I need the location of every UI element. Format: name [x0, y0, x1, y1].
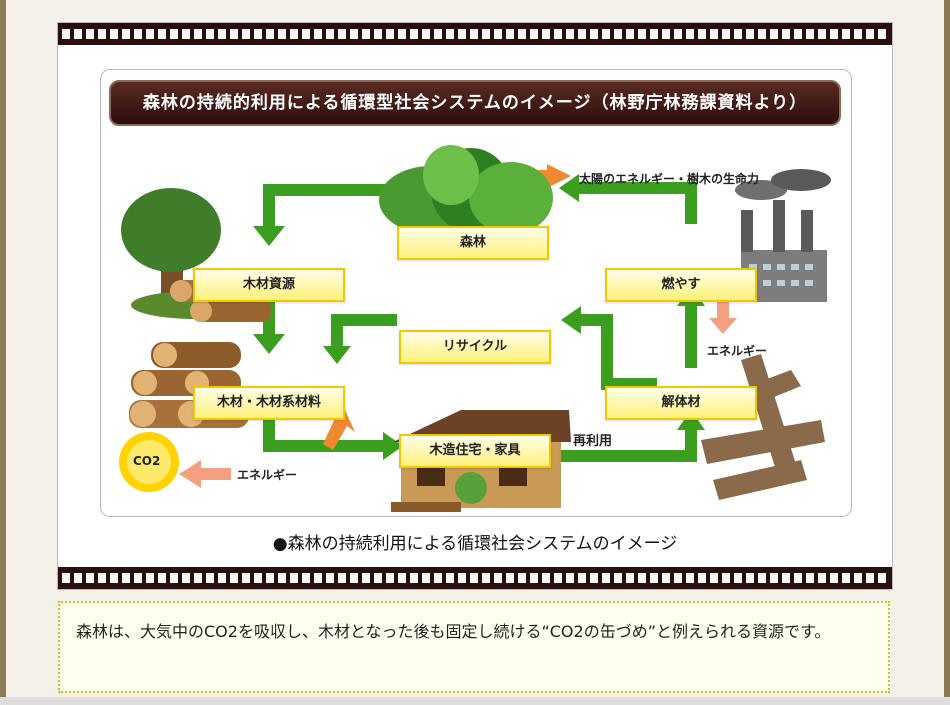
arrow-forest-to-resource: [263, 184, 393, 228]
node-recycle: リサイクル: [399, 330, 551, 364]
right-border: [944, 0, 950, 705]
bottom-strip: [0, 697, 950, 705]
arrow-dismantle-to-recycle: [577, 314, 657, 390]
forest-illustration: [379, 145, 553, 234]
label-co2: CO2: [133, 454, 161, 468]
node-housing: 木造住宅・家具: [399, 434, 551, 468]
label-sun-energy: 太陽のエネルギー・樹木の生命力: [579, 172, 760, 186]
cycle-diagram: 森林の持続的利用による循環型社会システムのイメージ（林野庁林務課資料より）: [100, 69, 852, 517]
left-border: [0, 0, 6, 705]
node-forest: 森林: [397, 226, 549, 260]
film-strip-bottom: [58, 567, 892, 589]
node-dismantle: 解体材: [605, 386, 757, 420]
label-energy-left: エネルギー: [237, 468, 298, 482]
node-wood-materials: 木材・木材系材料: [193, 386, 345, 420]
film-strip-top: [58, 23, 892, 45]
scrap-wood-illustration: [701, 354, 825, 500]
energy-down-arrow-icon: [709, 302, 737, 334]
note-box: 森林は、大気中のCO2を吸収し、木材となった後も固定し続ける“CO2の缶づめ”と…: [58, 601, 890, 693]
diagram-caption: ●森林の持続利用による循環社会システムのイメージ: [272, 534, 678, 554]
energy-diagonal-arrow-icon: [323, 410, 355, 450]
diagram-title: 森林の持続的利用による循環型社会システムのイメージ（林野庁林務課資料より）: [109, 80, 841, 126]
arrow-burn-to-forest: [575, 182, 697, 224]
arrow-recycle-to-materials: [331, 314, 397, 348]
label-reuse: 再利用: [573, 434, 613, 449]
label-energy-right: エネルギー: [707, 344, 768, 358]
image-frame: 森林の持続的利用による循環型社会システムのイメージ（林野庁林務課資料より）: [57, 22, 893, 590]
energy-left-arrow-icon: [179, 460, 231, 488]
node-wood-resource: 木材資源: [193, 268, 345, 302]
arrow-housing-to-dismantle: [555, 426, 697, 462]
node-burn: 燃やす: [605, 268, 757, 302]
